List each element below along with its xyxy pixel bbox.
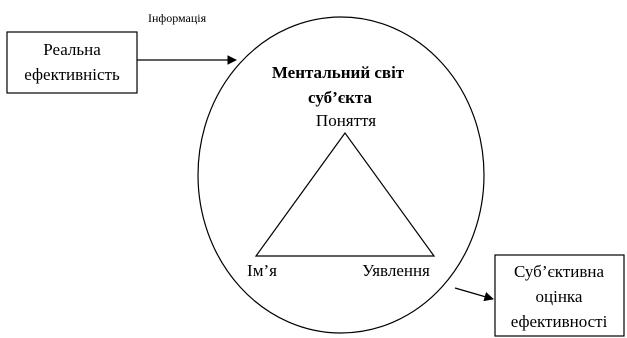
output-box: Суб’єктивна оцінка ефективності xyxy=(494,254,625,337)
input-box: Реальна ефективність xyxy=(6,31,138,94)
triangle-label-bottom-right: Уявлення xyxy=(362,261,430,280)
input-box-line-2: ефективність xyxy=(24,65,120,84)
output-box-line-3: ефективності xyxy=(511,312,608,331)
output-box-frame xyxy=(494,254,625,337)
output-arrow xyxy=(454,287,494,302)
input-box-line-1: Реальна xyxy=(43,40,101,59)
circle-title-line-2: суб’єкта xyxy=(308,88,372,107)
mental-world-circle xyxy=(197,16,485,334)
arrow-label: Інформація xyxy=(148,11,207,25)
input-box-frame xyxy=(6,31,138,94)
output-box-line-1: Суб’єктивна xyxy=(514,262,604,281)
circle-title-line-1: Ментальний світ xyxy=(272,63,405,82)
triangle-label-top: Поняття xyxy=(316,111,376,130)
triangle-label-bottom-left: Ім’я xyxy=(247,261,277,280)
output-box-line-2: оцінка xyxy=(536,287,583,306)
semiotic-triangle xyxy=(254,131,436,257)
